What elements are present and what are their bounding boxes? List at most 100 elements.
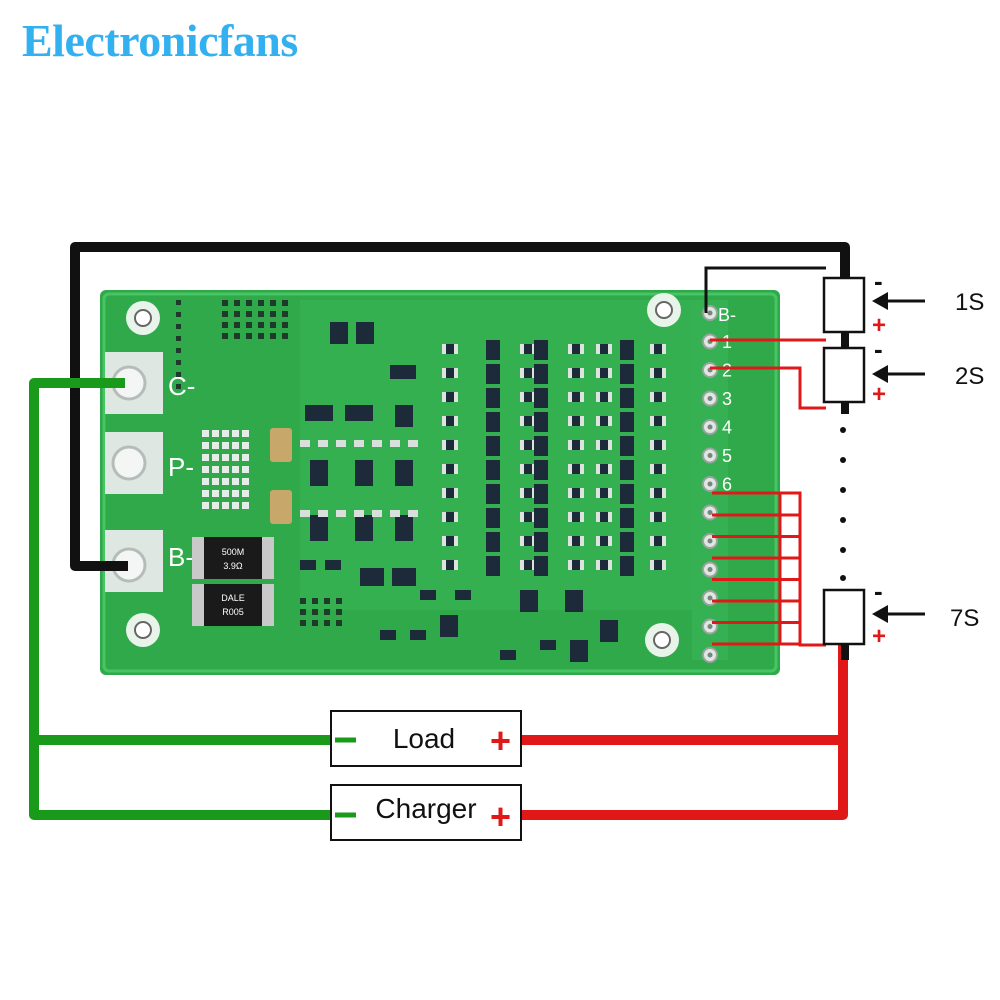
pad-label-c-minus: C- [168,371,195,401]
cell-7s-label: 7S [950,605,979,632]
header-pin-hole [707,538,713,544]
smd-chip [330,322,348,344]
smd-transistor [486,388,500,408]
arrow-icon [872,605,888,623]
via-pad [242,466,249,473]
via-hole [246,300,252,306]
via-pad [222,502,229,509]
smd-chip [455,590,471,600]
via-hole [270,311,276,317]
via-hole [324,598,330,604]
smd-transistor [486,412,500,432]
smd-transistor [486,484,500,504]
via-pad [202,454,209,461]
via-hole [176,324,181,329]
green-wire-charger [29,378,335,820]
via-pad [202,490,209,497]
smd-resistor-body [524,392,532,402]
via-pad [242,490,249,497]
smd-transistor [620,460,634,480]
smd-resistor-body [446,512,454,522]
via-hole [312,598,318,604]
smd-resistor-body [572,368,580,378]
via-hole [222,322,228,328]
smd-transistor [620,484,634,504]
smd-pad [390,440,400,447]
via-hole [300,609,306,615]
smd-chip [310,460,328,486]
smd-resistor-body [654,392,662,402]
smd-resistor-body [524,344,532,354]
via-hole [176,384,181,389]
smd-resistor-body [654,536,662,546]
smd-transistor [486,436,500,456]
smd-resistor-body [446,440,454,450]
via-pad [242,478,249,485]
smd-resistor-body [446,560,454,570]
smd-transistor [534,388,548,408]
smd-resistor-body [572,392,580,402]
header-pin-hole [707,567,713,572]
charger-label: Charger [375,793,476,824]
capacitor [270,490,292,524]
smd-resistor-body [572,488,580,498]
via-pad [242,502,249,509]
via-hole [324,609,330,615]
smd-chip [395,460,413,486]
smd-pad [408,440,418,447]
smd-pad [336,440,346,447]
via-hole [336,609,342,615]
header-pin-hole [707,396,713,401]
smd-resistor-body [600,440,608,450]
via-hole [176,300,181,305]
capacitor [270,428,292,462]
cell-1s: - + 1S [822,266,984,339]
via-hole [258,311,264,317]
via-pad [212,478,219,485]
via-hole [336,598,342,604]
header-pin-hole [707,453,713,458]
via-pad [212,466,219,473]
via-pad [232,466,239,473]
via-hole [246,311,252,317]
smd-resistor-body [524,440,532,450]
smd-transistor [534,484,548,504]
smd-resistor-body [524,512,532,522]
smd-pad [318,510,328,517]
smd-chip [565,590,583,612]
smd-chip [392,568,416,586]
via-hole [270,322,276,328]
smd-chip [355,460,373,486]
via-pad [222,466,229,473]
via-hole [222,300,228,306]
smd-transistor [486,460,500,480]
smd-pad [408,510,418,517]
pad-p-minus [105,432,163,494]
smd-pad [390,510,400,517]
via-hole [258,300,264,306]
via-pad [212,430,219,437]
smd-chip [420,590,436,600]
brand-logo: Electronicfans [22,15,298,66]
smd-transistor [486,364,500,384]
cell-2s-neg: - [874,334,883,364]
via-pad [242,442,249,449]
resistor-1-line2: 3.9Ω [223,561,243,571]
smd-resistor-body [600,512,608,522]
via-pad [242,430,249,437]
smd-pad [318,440,328,447]
pin-number: 3 [722,389,732,409]
arrow-icon [872,292,888,310]
mounting-holes [126,293,681,657]
smd-transistor [534,436,548,456]
smd-transistor [534,340,548,360]
smd-transistor [534,412,548,432]
cell-2s-pos: + [872,381,886,408]
smd-resistor-body [600,536,608,546]
header-pin-hole [707,310,713,316]
smd-chip [440,615,458,637]
smd-resistor-body [654,416,662,426]
smd-transistor [486,532,500,552]
